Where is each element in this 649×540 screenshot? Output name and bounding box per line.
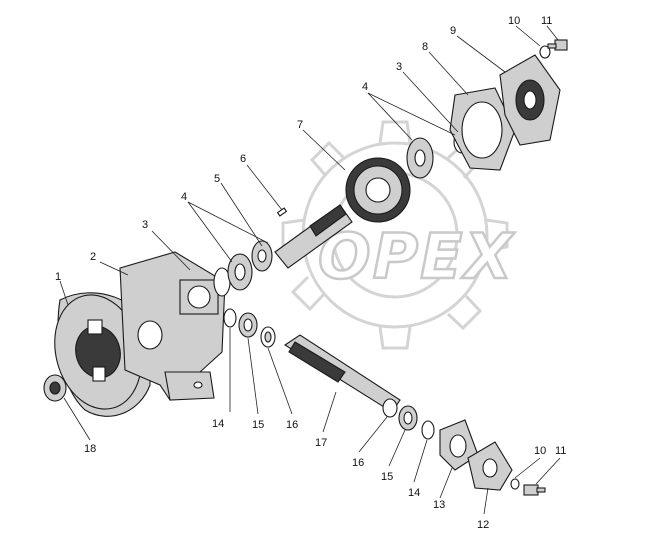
callout-13: 13: [433, 499, 445, 511]
watermark-text: OPEX: [318, 220, 515, 293]
part-7-gear: [345, 157, 411, 223]
leader-lines: [59, 25, 561, 515]
part-14-snap-ring-left: [223, 308, 237, 328]
part-12-end-cap: [467, 441, 513, 491]
part-8-gasket: [449, 87, 516, 171]
part-15-bearing-right: [398, 405, 418, 431]
callout-2: 2: [90, 251, 96, 263]
part-2-housing: [119, 251, 226, 401]
callout-6: 6: [240, 153, 246, 165]
callout-14-left: 14: [212, 418, 224, 430]
callout-labels: 1 2 3 3 4 4 5 6 7 8 9 10 11 10 11 12 13 …: [55, 15, 566, 531]
callout-3-left: 3: [142, 219, 148, 231]
callout-9: 9: [450, 25, 456, 37]
part-15-bearing-left: [238, 312, 258, 338]
part-5-shim: [251, 240, 273, 272]
part-4-washer-left: [227, 253, 253, 291]
part-9-flange-cover: [499, 54, 561, 146]
callout-15-right: 15: [381, 471, 393, 483]
part-4-washer-right: [406, 137, 434, 179]
part-10-washer-bottom: [510, 478, 520, 490]
part-6-splined-shaft: [274, 204, 353, 269]
part-10-washer-top: [539, 45, 551, 59]
callout-4-right: 4: [362, 81, 368, 93]
part-11-bolt-bottom: [523, 484, 546, 496]
callout-10-bottom: 10: [534, 445, 546, 457]
callout-16-left: 16: [286, 419, 298, 431]
callout-18: 18: [84, 443, 96, 455]
callout-17: 17: [315, 437, 327, 449]
callout-1: 1: [55, 271, 61, 283]
callout-7: 7: [297, 119, 303, 131]
callout-15-left: 15: [252, 419, 264, 431]
callout-11-bottom: 11: [555, 445, 566, 457]
callout-10-top: 10: [508, 15, 520, 27]
callout-4-left: 4: [181, 191, 187, 203]
part-11-bolt-top: [547, 39, 568, 51]
callout-16-right: 16: [352, 457, 364, 469]
part-14-snap-ring-right: [421, 420, 435, 440]
callout-8: 8: [422, 41, 428, 53]
callout-14-right: 14: [408, 487, 420, 499]
part-17-worm-shaft: [283, 334, 401, 413]
watermark: OPEX: [281, 120, 515, 350]
part-16-ring-left: [260, 326, 276, 348]
part-16-ring-right: [382, 398, 398, 418]
part-18-plug: [43, 374, 67, 402]
callout-3-right: 3: [396, 61, 402, 73]
callout-11-top: 11: [541, 15, 552, 27]
callout-12: 12: [477, 519, 489, 531]
callout-5: 5: [214, 173, 220, 185]
